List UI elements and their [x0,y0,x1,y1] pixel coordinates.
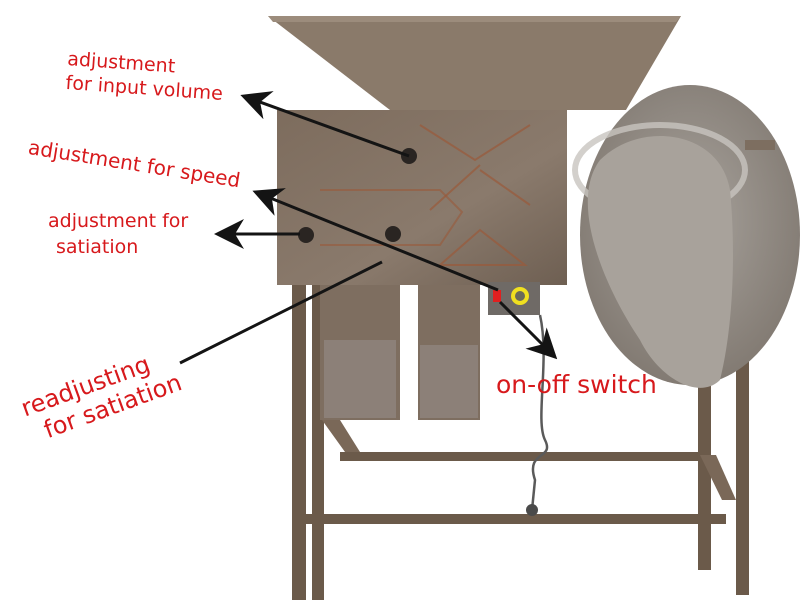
knob-satiation [298,227,314,243]
label-satiation-line2: satiation [56,236,139,258]
arrow-input-volume [240,91,410,158]
label-switch-line1: on-off switch [496,370,657,399]
hopper [268,16,681,110]
annotation-arrows [179,91,558,365]
fan-cover [587,136,733,388]
control-box [488,282,540,315]
arrow-readjusting [179,260,383,365]
knob-speed [385,226,401,242]
indicator-light [493,290,501,302]
arrow-switch [498,300,558,360]
arrow-speed [252,188,499,292]
power-cable [530,314,549,511]
label-satiation-line1: adjustment for [48,210,189,232]
label-switch: on-off switch [496,372,657,397]
label-satiation: adjustment for satiation [48,212,188,257]
